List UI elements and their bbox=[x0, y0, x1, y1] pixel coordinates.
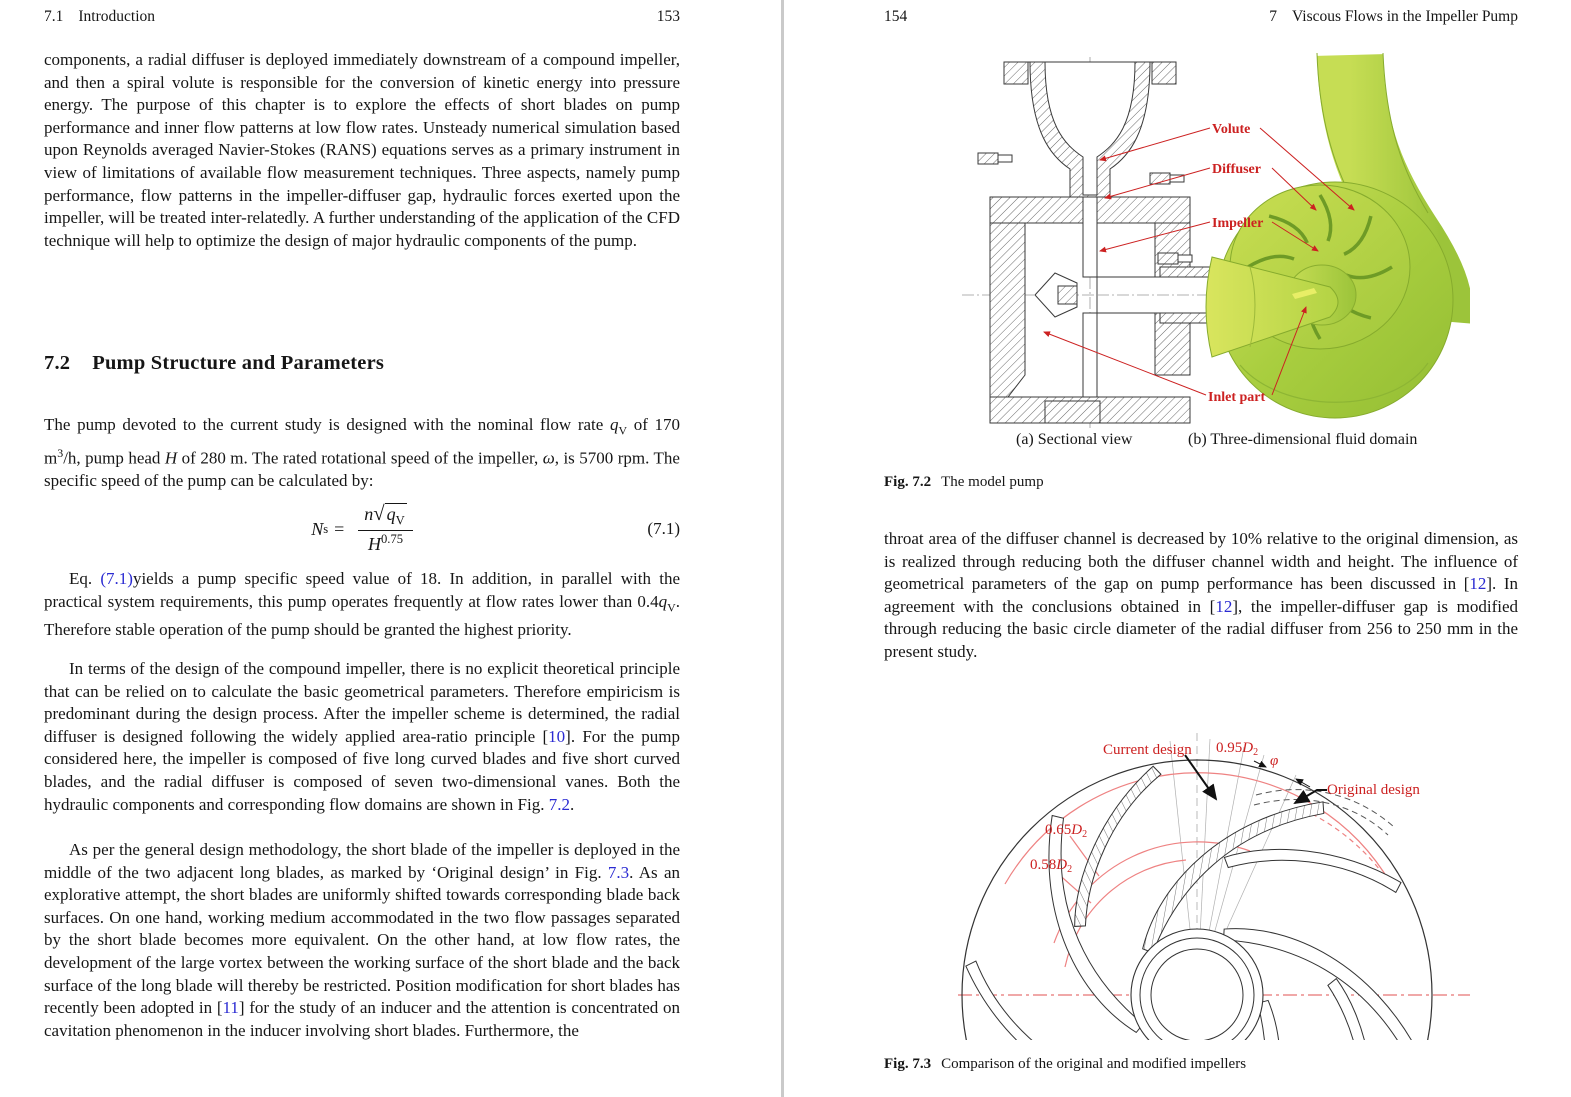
styled-text: V bbox=[618, 423, 628, 438]
paragraph: throat area of the diffuser channel is d… bbox=[884, 529, 1519, 661]
inlet-part-label: Inlet part bbox=[1208, 390, 1266, 405]
reference-link[interactable]: 10 bbox=[548, 726, 566, 746]
paragraph: The pump devoted to the current study is… bbox=[44, 415, 680, 491]
paragraph: components, a radial diffuser is deploye… bbox=[44, 50, 680, 250]
figure-7-3: Current design 0.95D2 φ Original design … bbox=[958, 733, 1470, 1040]
styled-text: V bbox=[667, 599, 676, 614]
fig72-labels: Volute Diffuser Impeller Inlet part bbox=[1043, 122, 1355, 405]
reference-link[interactable]: 7.3 bbox=[607, 862, 630, 882]
reference-link[interactable]: 7.2 bbox=[548, 794, 570, 814]
paragraph: Eq. (7.1)yields a pump specific speed va… bbox=[44, 569, 680, 639]
styled-text: 3 bbox=[57, 445, 64, 460]
page-divider bbox=[781, 0, 784, 1097]
fraction: n√qV H0.75 bbox=[358, 503, 413, 555]
impeller-outer-rim bbox=[961, 759, 1433, 1040]
section-title: Pump Structure and Parameters bbox=[92, 352, 385, 374]
styled-text: H bbox=[164, 448, 178, 468]
sectional-view-drawing bbox=[962, 57, 1238, 428]
impeller-label: Impeller bbox=[1212, 216, 1263, 231]
impeller-comparison-drawing bbox=[958, 733, 1470, 1040]
bolt-icon bbox=[1157, 252, 1193, 265]
left-page-number: 153 bbox=[656, 8, 680, 25]
fig72-subcaption-b: (b) Three-dimensional fluid domain bbox=[1188, 431, 1418, 448]
bolt-icon bbox=[1149, 172, 1185, 185]
fig72-subcaption-a: (a) Sectional view bbox=[1016, 431, 1133, 448]
equation-number: (7.1) bbox=[647, 519, 680, 538]
reference-link[interactable]: (7.1) bbox=[100, 569, 133, 588]
reference-link[interactable]: 12 bbox=[1469, 574, 1487, 594]
right-page-number: 154 bbox=[884, 8, 908, 25]
original-design-label: Original design bbox=[1327, 782, 1420, 798]
fig73-labels: Current design 0.95D2 φ Original design … bbox=[1030, 740, 1420, 875]
figure-7-2: Volute Diffuser Impeller Inlet part bbox=[962, 52, 1470, 428]
short-blades bbox=[965, 765, 1402, 1040]
volute-label: Volute bbox=[1212, 122, 1250, 137]
phi-label: φ bbox=[1270, 753, 1278, 769]
inlet-cone bbox=[1205, 256, 1339, 358]
diffuser-label: Diffuser bbox=[1212, 162, 1261, 177]
current-design-label: Current design bbox=[1103, 742, 1192, 758]
reference-link[interactable]: 12 bbox=[1215, 596, 1233, 616]
styled-text: q bbox=[658, 591, 668, 611]
section-number: 7.2 bbox=[44, 352, 71, 374]
styled-text: q bbox=[609, 415, 619, 434]
d58-label: 0.58D2 bbox=[1030, 857, 1072, 875]
paragraph: In terms of the design of the compound i… bbox=[44, 659, 680, 814]
original-design-outline bbox=[1253, 789, 1395, 836]
d95-label: 0.95D2 bbox=[1216, 740, 1258, 758]
long-blades bbox=[1048, 801, 1421, 1040]
reference-link[interactable]: 11 bbox=[222, 998, 239, 1018]
styled-text: ω bbox=[542, 448, 555, 468]
paragraph: As per the general design methodology, t… bbox=[44, 840, 681, 1040]
d65-label: 0.65D2 bbox=[1045, 822, 1087, 840]
section-heading: 7.2 Pump Structure and Parameters bbox=[44, 352, 680, 375]
bolt-icon bbox=[977, 152, 1013, 165]
fluid-domain-3d bbox=[1205, 52, 1470, 419]
